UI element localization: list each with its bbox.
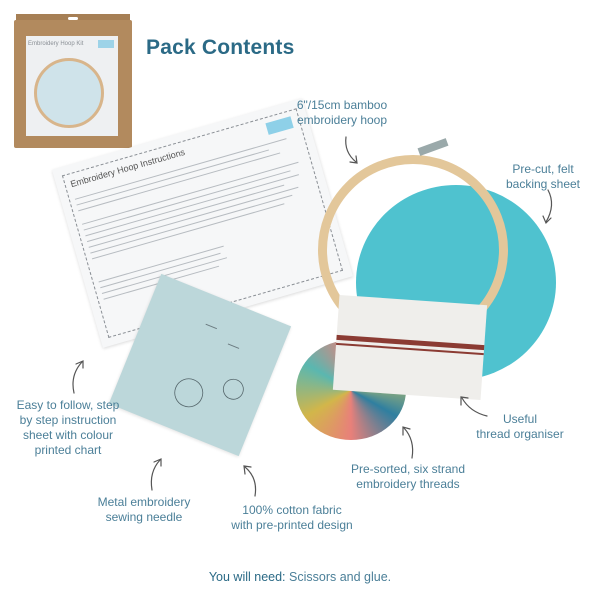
package-hang-hole bbox=[68, 17, 78, 20]
you-will-need-label: You will need: bbox=[208, 570, 286, 584]
cotton-fabric bbox=[108, 273, 292, 457]
package-bird-image bbox=[34, 58, 104, 128]
you-will-need-items: Scissors and glue. bbox=[289, 570, 392, 584]
package-badge bbox=[98, 40, 114, 48]
page-title: Pack Contents bbox=[146, 36, 295, 59]
you-will-need-note: You will need: Scissors and glue. bbox=[0, 570, 600, 584]
package-title: Embroidery Hoop Kit bbox=[28, 41, 84, 47]
